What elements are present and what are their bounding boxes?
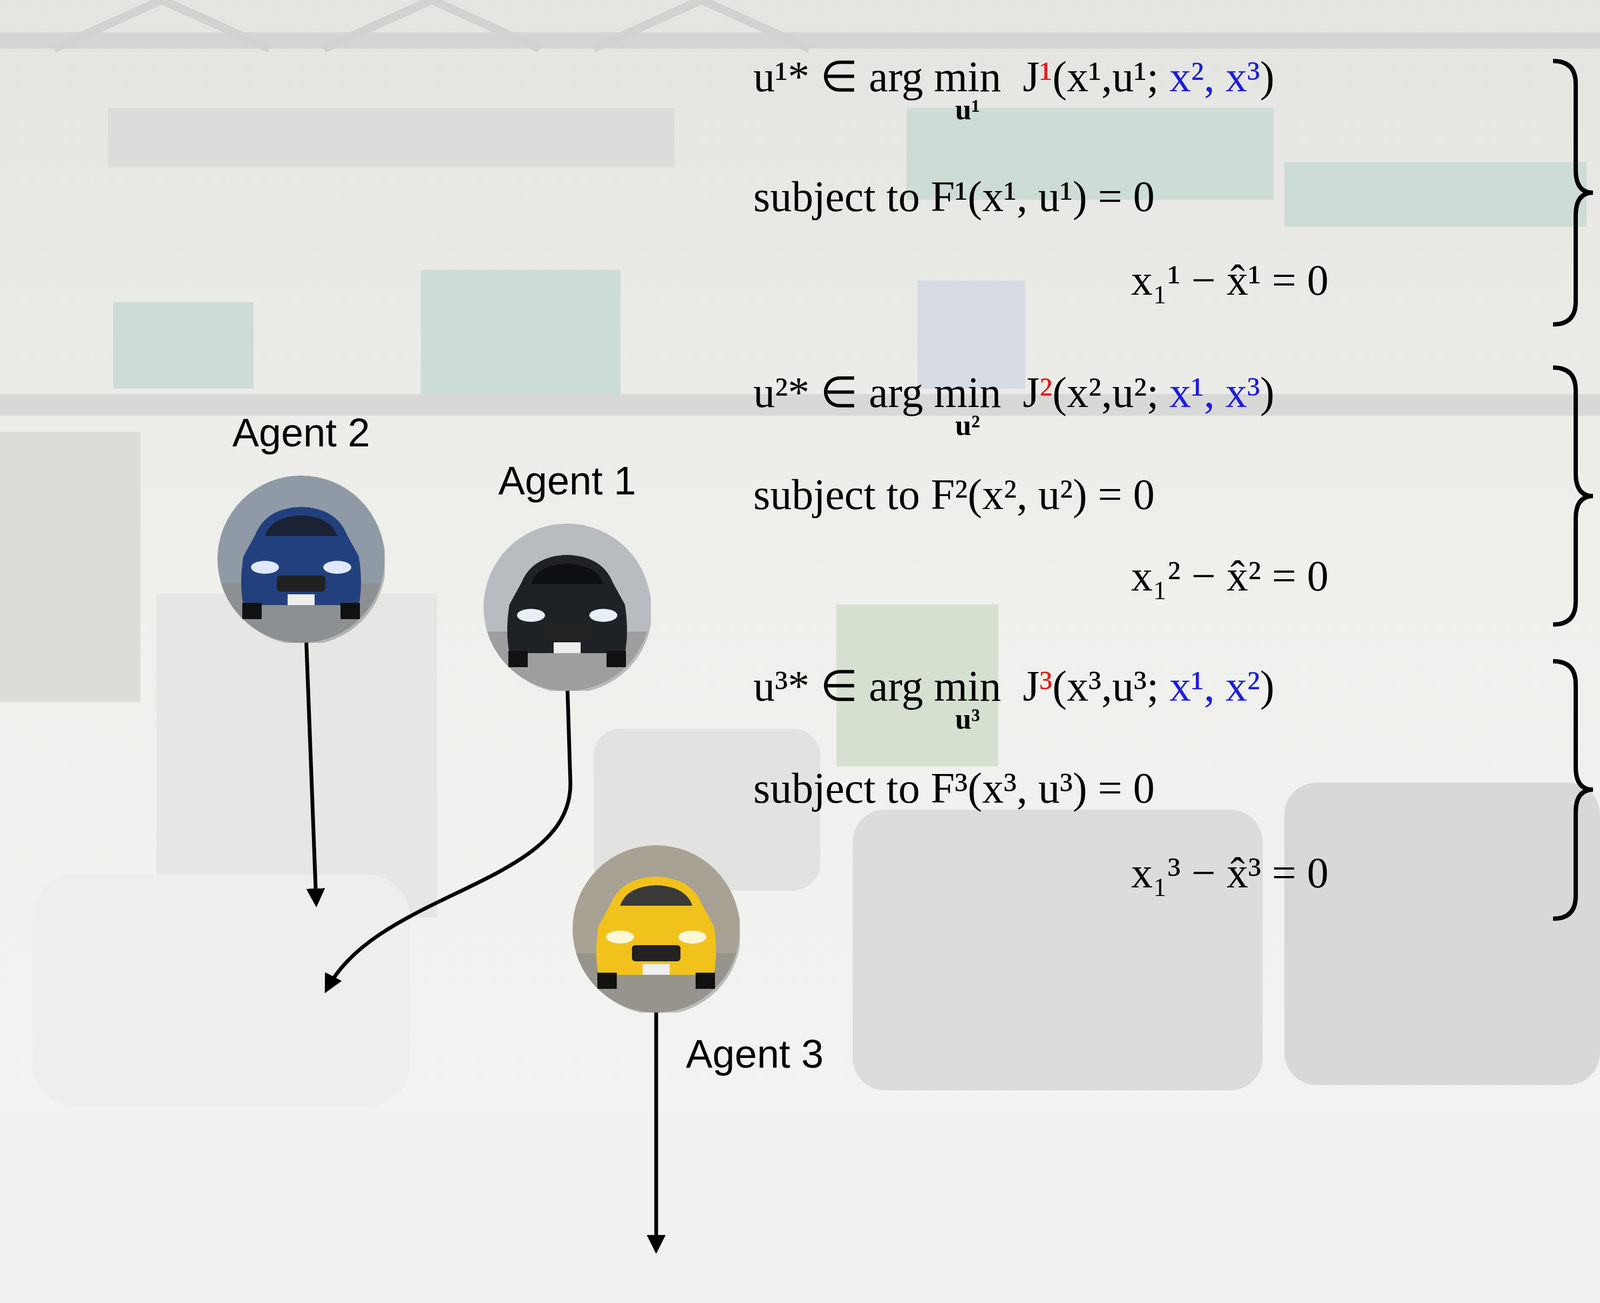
argmin-text: u³* ∈ arg min (753, 662, 1002, 710)
agent-label: Agent 3 (685, 1033, 824, 1074)
agent-circle: Agent 1 (483, 523, 651, 691)
argmin-subscript: u² (955, 410, 980, 440)
initial-condition-text: x₁¹ − x̂¹ = 0 (1131, 256, 1329, 304)
cost-index: ³ (1039, 662, 1053, 710)
argmin-subscript: u¹ (955, 94, 980, 125)
closing-paren: ) (1260, 662, 1275, 710)
agent-car-photo (217, 475, 385, 643)
argmin-text: u²* ∈ arg min (753, 368, 1002, 417)
dynamics-constraint: subject to F²(x², u²) = 0 (753, 472, 1155, 516)
own-arguments: (x¹,u¹; (1052, 52, 1159, 101)
agent-circle: Agent 3 (572, 845, 740, 1013)
dynamics-constraint: subject to F³(x³, u³) = 0 (753, 766, 1155, 810)
other-agent-states: x¹, x³ (1169, 368, 1261, 417)
cost-symbol: J (1022, 662, 1040, 710)
optimization-line: u²* ∈ arg min J²(x²,u²; x¹, x³) (753, 370, 1275, 414)
agent-circle: Agent 2 (217, 475, 385, 643)
cost-symbol: J (1022, 368, 1040, 417)
closing-paren: ) (1260, 368, 1275, 417)
initial-condition: x₁¹ − x̂¹ = 0 (1131, 258, 1329, 302)
dynamics-text: subject to F¹(x¹, u¹) = 0 (753, 172, 1155, 221)
dynamics-text: subject to F³(x³, u³) = 0 (753, 764, 1155, 812)
cost-index: ² (1039, 368, 1053, 417)
other-agent-states: x¹, x² (1169, 662, 1261, 710)
cost-index: ¹ (1039, 52, 1053, 101)
initial-condition: x₁² − x̂² = 0 (1131, 554, 1329, 598)
agent-car-photo (483, 523, 651, 691)
initial-condition: x₁³ − x̂³ = 0 (1131, 850, 1329, 895)
initial-condition-text: x₁² − x̂² = 0 (1131, 552, 1329, 600)
dynamics-text: subject to F²(x², u²) = 0 (753, 470, 1155, 519)
cost-symbol: J (1022, 52, 1040, 101)
initial-condition-text: x₁³ − x̂³ = 0 (1131, 848, 1329, 897)
argmin-text: u¹* ∈ arg min (753, 52, 1002, 101)
other-agent-states: x², x³ (1169, 52, 1261, 101)
optimization-line: u¹* ∈ arg min J¹(x¹,u¹; x², x³) (753, 55, 1275, 99)
own-arguments: (x²,u²; (1052, 368, 1159, 417)
own-arguments: (x³,u³; (1052, 662, 1159, 710)
closing-paren: ) (1260, 52, 1275, 101)
dynamics-constraint: subject to F¹(x¹, u¹) = 0 (753, 174, 1155, 219)
agent-label: Agent 2 (232, 412, 370, 453)
agent-car-photo (572, 845, 740, 1013)
optimization-line: u³* ∈ arg min J³(x³,u³; x¹, x²) (753, 664, 1275, 708)
agent-label: Agent 1 (498, 460, 636, 501)
argmin-subscript: u³ (955, 704, 980, 734)
